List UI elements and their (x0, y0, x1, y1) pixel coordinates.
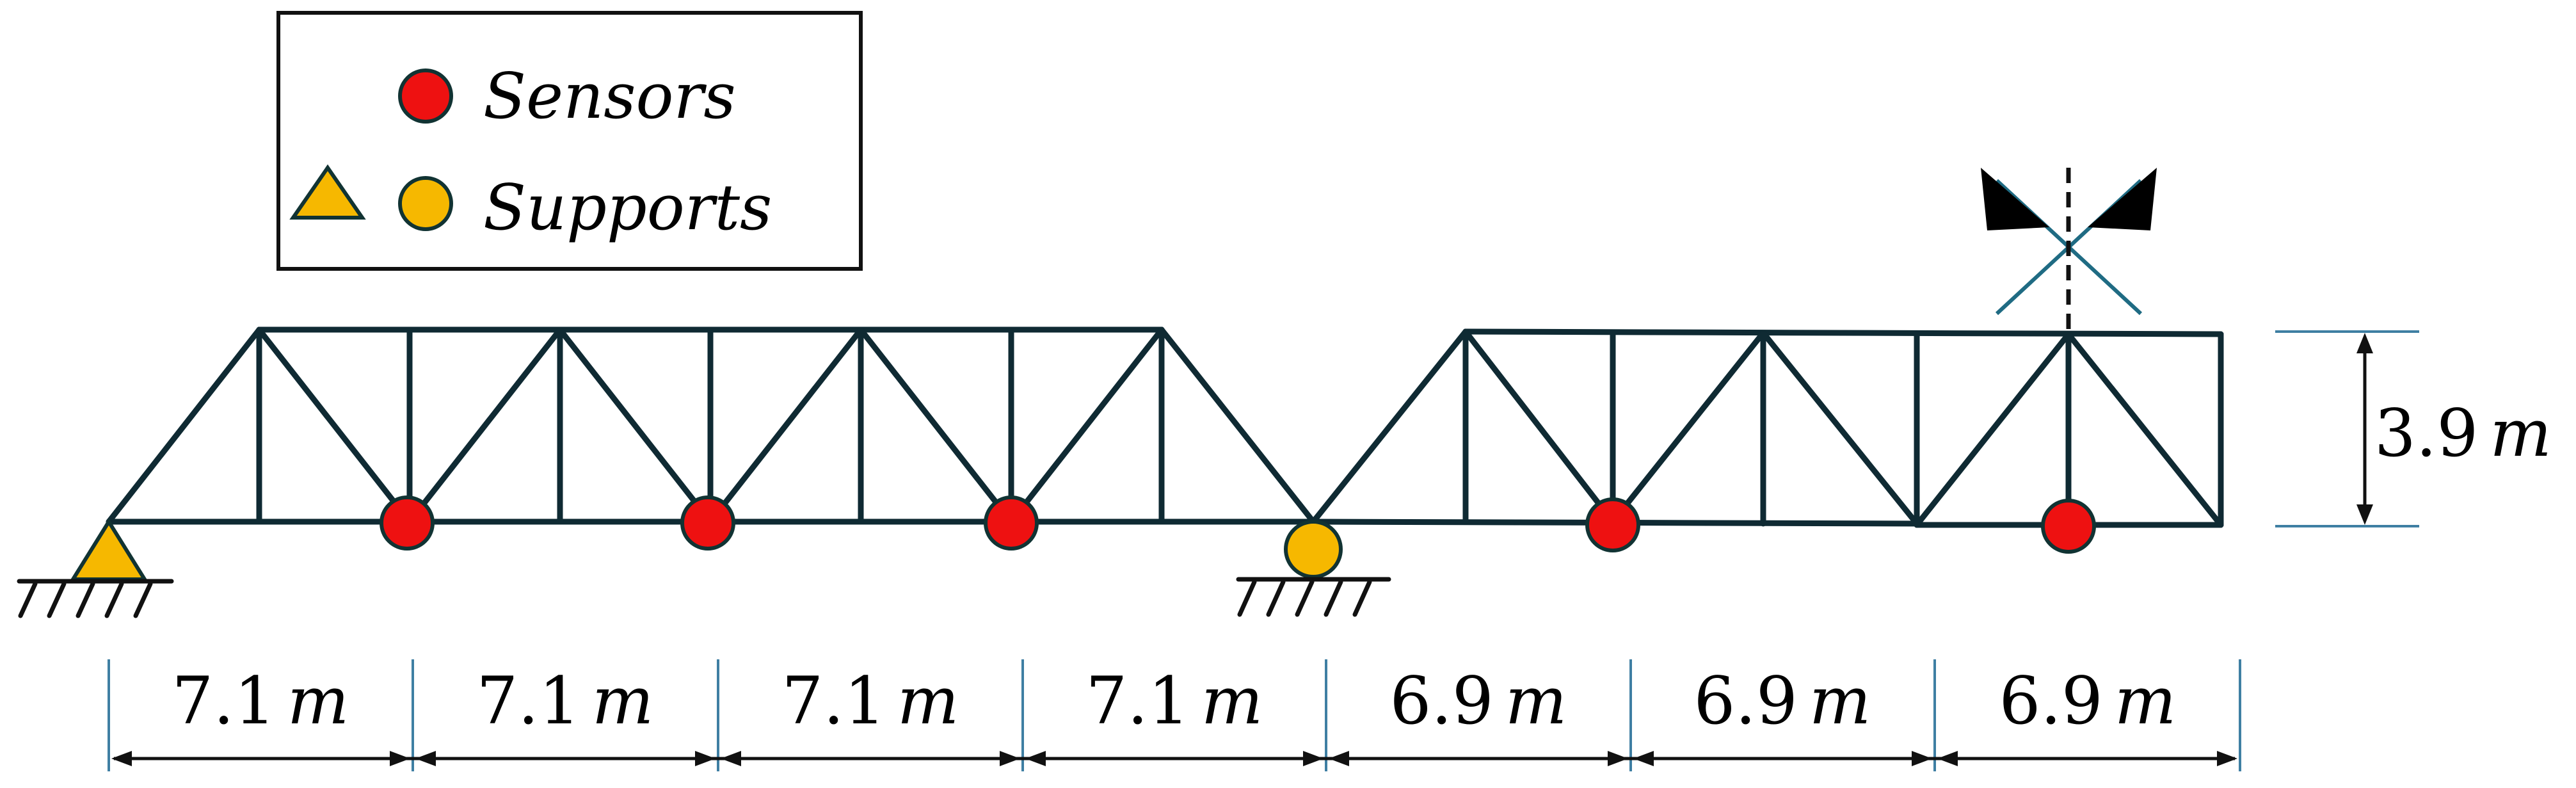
diagonal (256, 326, 413, 525)
diagonal (2065, 331, 2224, 528)
diagonal (1462, 328, 1616, 525)
sensor-icon (680, 495, 735, 551)
legend-box (276, 11, 863, 271)
left-flag-icon (1981, 168, 2049, 230)
right-flag-icon (2088, 168, 2157, 230)
diagonal (858, 326, 1014, 525)
legend-roller-support-icon (398, 176, 453, 231)
diagonal (1914, 331, 2072, 528)
diagonal (1008, 326, 1165, 525)
sensor-icon (380, 495, 435, 551)
diagonal (1760, 330, 1920, 527)
roller-support-icon (1284, 520, 1343, 579)
diagonal (707, 326, 864, 525)
diagonal (1610, 330, 1766, 525)
legend-sensor-icon (398, 68, 453, 124)
legend: Sensors Supports (276, 11, 863, 271)
damage-marker-icon (1981, 168, 2157, 333)
diagonal (557, 326, 714, 525)
legend-pin-support-icon (289, 164, 366, 220)
pin-support-icon (69, 518, 148, 581)
diagonal (106, 326, 262, 525)
diagonal (1310, 328, 1469, 525)
diagonal (406, 326, 563, 525)
roller-support (1236, 520, 1391, 617)
pin-support (17, 518, 174, 618)
sensors (380, 495, 2096, 554)
legend-supports-label: Supports (483, 172, 772, 245)
sensor-icon (2041, 499, 2096, 554)
sensor-icon (984, 495, 1039, 551)
legend-sensors-label: Sensors (483, 60, 736, 133)
diagonal (1158, 326, 1316, 525)
truss-structure (106, 326, 2224, 528)
sensor-icon (1585, 497, 1640, 552)
top-chord-right (1462, 328, 2224, 337)
